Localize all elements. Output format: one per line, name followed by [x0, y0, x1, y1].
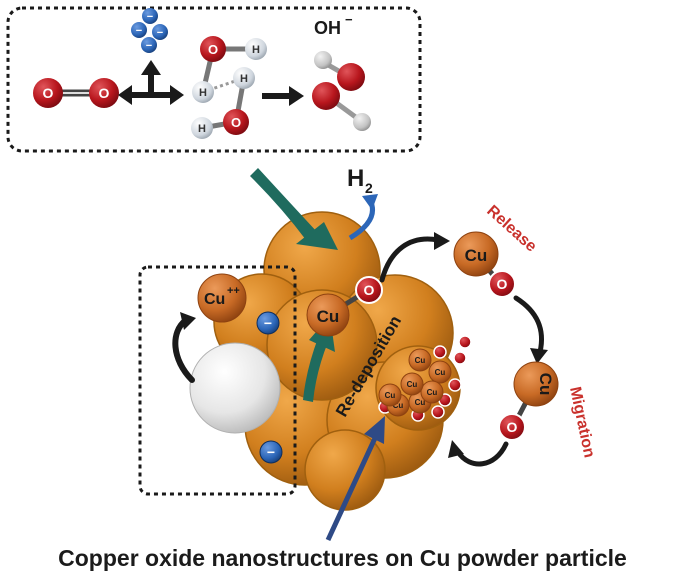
hydrogen-gas: H 2	[347, 165, 378, 241]
oxygen-atom	[312, 82, 340, 110]
hydrogen-atom-label: H	[199, 87, 207, 99]
oxygen-atom	[433, 345, 447, 359]
hydrogen-atom	[353, 113, 371, 131]
copper-atom	[378, 383, 402, 407]
oxygen-atom	[431, 405, 445, 419]
electron: −	[142, 8, 158, 24]
hydrogen-atom	[192, 81, 214, 103]
hydrogen-atom	[191, 117, 213, 139]
release-arrow-icon	[379, 232, 450, 283]
oxygen-atom	[200, 36, 226, 62]
cu-label: Cu	[393, 401, 404, 410]
oxygen-atom-label: O	[231, 115, 241, 130]
redeposition-arrow-icon	[448, 440, 509, 467]
oxygen-atom	[223, 109, 249, 135]
hydroxide-label: OH −	[314, 12, 353, 38]
cu-label: Cu	[427, 388, 438, 397]
copper-atom	[400, 372, 424, 396]
o-label: O	[507, 419, 518, 435]
curved-arrow-icon	[172, 312, 196, 383]
hydrogen-gas-subscript: 2	[365, 180, 373, 196]
water-molecules: O H H H O H	[191, 36, 267, 139]
electron-sign: −	[157, 27, 163, 39]
copper-atom	[420, 380, 444, 404]
oxygen-atom	[458, 335, 472, 349]
cu-label: Cu	[407, 380, 418, 389]
oxygen-atom-label: O	[43, 85, 54, 101]
o-label: O	[364, 282, 375, 298]
four-way-arrow-icon	[118, 60, 184, 105]
cu-oxide-surface: Cu O	[306, 276, 383, 337]
copper-atom	[408, 348, 432, 372]
white-sphere	[189, 342, 281, 434]
electron-sign: −	[146, 40, 152, 52]
inset-dashed-box	[6, 6, 422, 153]
migration-label: Migration	[566, 385, 598, 459]
cu-label: Cu	[385, 391, 396, 400]
right-arrow-icon	[262, 86, 304, 106]
electron: −	[141, 37, 157, 53]
copper-ion: Cu ++	[197, 273, 247, 323]
hydrogen-atom-label: H	[198, 123, 206, 135]
oxygen-atom	[33, 78, 63, 108]
cu-oxide-released: Cu O	[453, 231, 516, 298]
figure-caption: Copper oxide nanostructures on Cu powder…	[58, 545, 627, 571]
electron: −	[256, 311, 280, 335]
reaction-inset: O O − − − −	[6, 6, 422, 153]
hydrogen-atom-label: H	[240, 73, 248, 85]
hydrogen-atom	[245, 38, 267, 60]
hydroxide-formula: OH	[314, 18, 341, 38]
cu-label: Cu	[465, 246, 488, 265]
copper-ion-symbol: Cu	[204, 291, 225, 308]
electron-sign: −	[264, 315, 272, 331]
navy-arrow	[325, 416, 385, 542]
hydrogen-atom-label: H	[252, 44, 260, 56]
cu-label: Cu	[435, 368, 446, 377]
oxygen-atom-label: O	[99, 85, 110, 101]
hydroxide-ions	[312, 51, 371, 131]
oxygen-atom	[337, 63, 365, 91]
electron-cluster: − − − −	[131, 8, 168, 53]
electron: −	[152, 24, 168, 40]
hydrogen-atom	[233, 67, 255, 89]
migration-arrow-icon	[513, 295, 548, 364]
hydrogen-atom	[314, 51, 332, 69]
oxygen-atom	[453, 351, 467, 365]
cu-label: Cu	[415, 356, 426, 365]
electron-sign: −	[136, 25, 142, 37]
oxygen-atom	[448, 378, 462, 392]
copper-ion-charge: ++	[227, 285, 240, 297]
cu-label: Cu	[536, 373, 555, 396]
cu-label: Cu	[317, 307, 340, 326]
hydroxide-charge: −	[345, 12, 353, 27]
oxygen-atom-label: O	[208, 42, 218, 57]
cu-oxide-migrating: Cu O	[498, 361, 559, 441]
copper-atom	[428, 360, 452, 384]
oxygen-atom	[89, 78, 119, 108]
oxygen-molecule: O O	[33, 78, 119, 108]
teal-arrow-top	[250, 168, 338, 250]
electron-sign: −	[267, 444, 275, 460]
electron: −	[259, 440, 283, 464]
electron-sign: −	[147, 11, 153, 23]
cu-ion-dashed-box	[138, 265, 297, 496]
o-label: O	[497, 276, 508, 292]
cu-label: Cu	[415, 398, 426, 407]
hydrogen-gas-symbol: H	[347, 165, 364, 192]
electron: −	[131, 22, 147, 38]
